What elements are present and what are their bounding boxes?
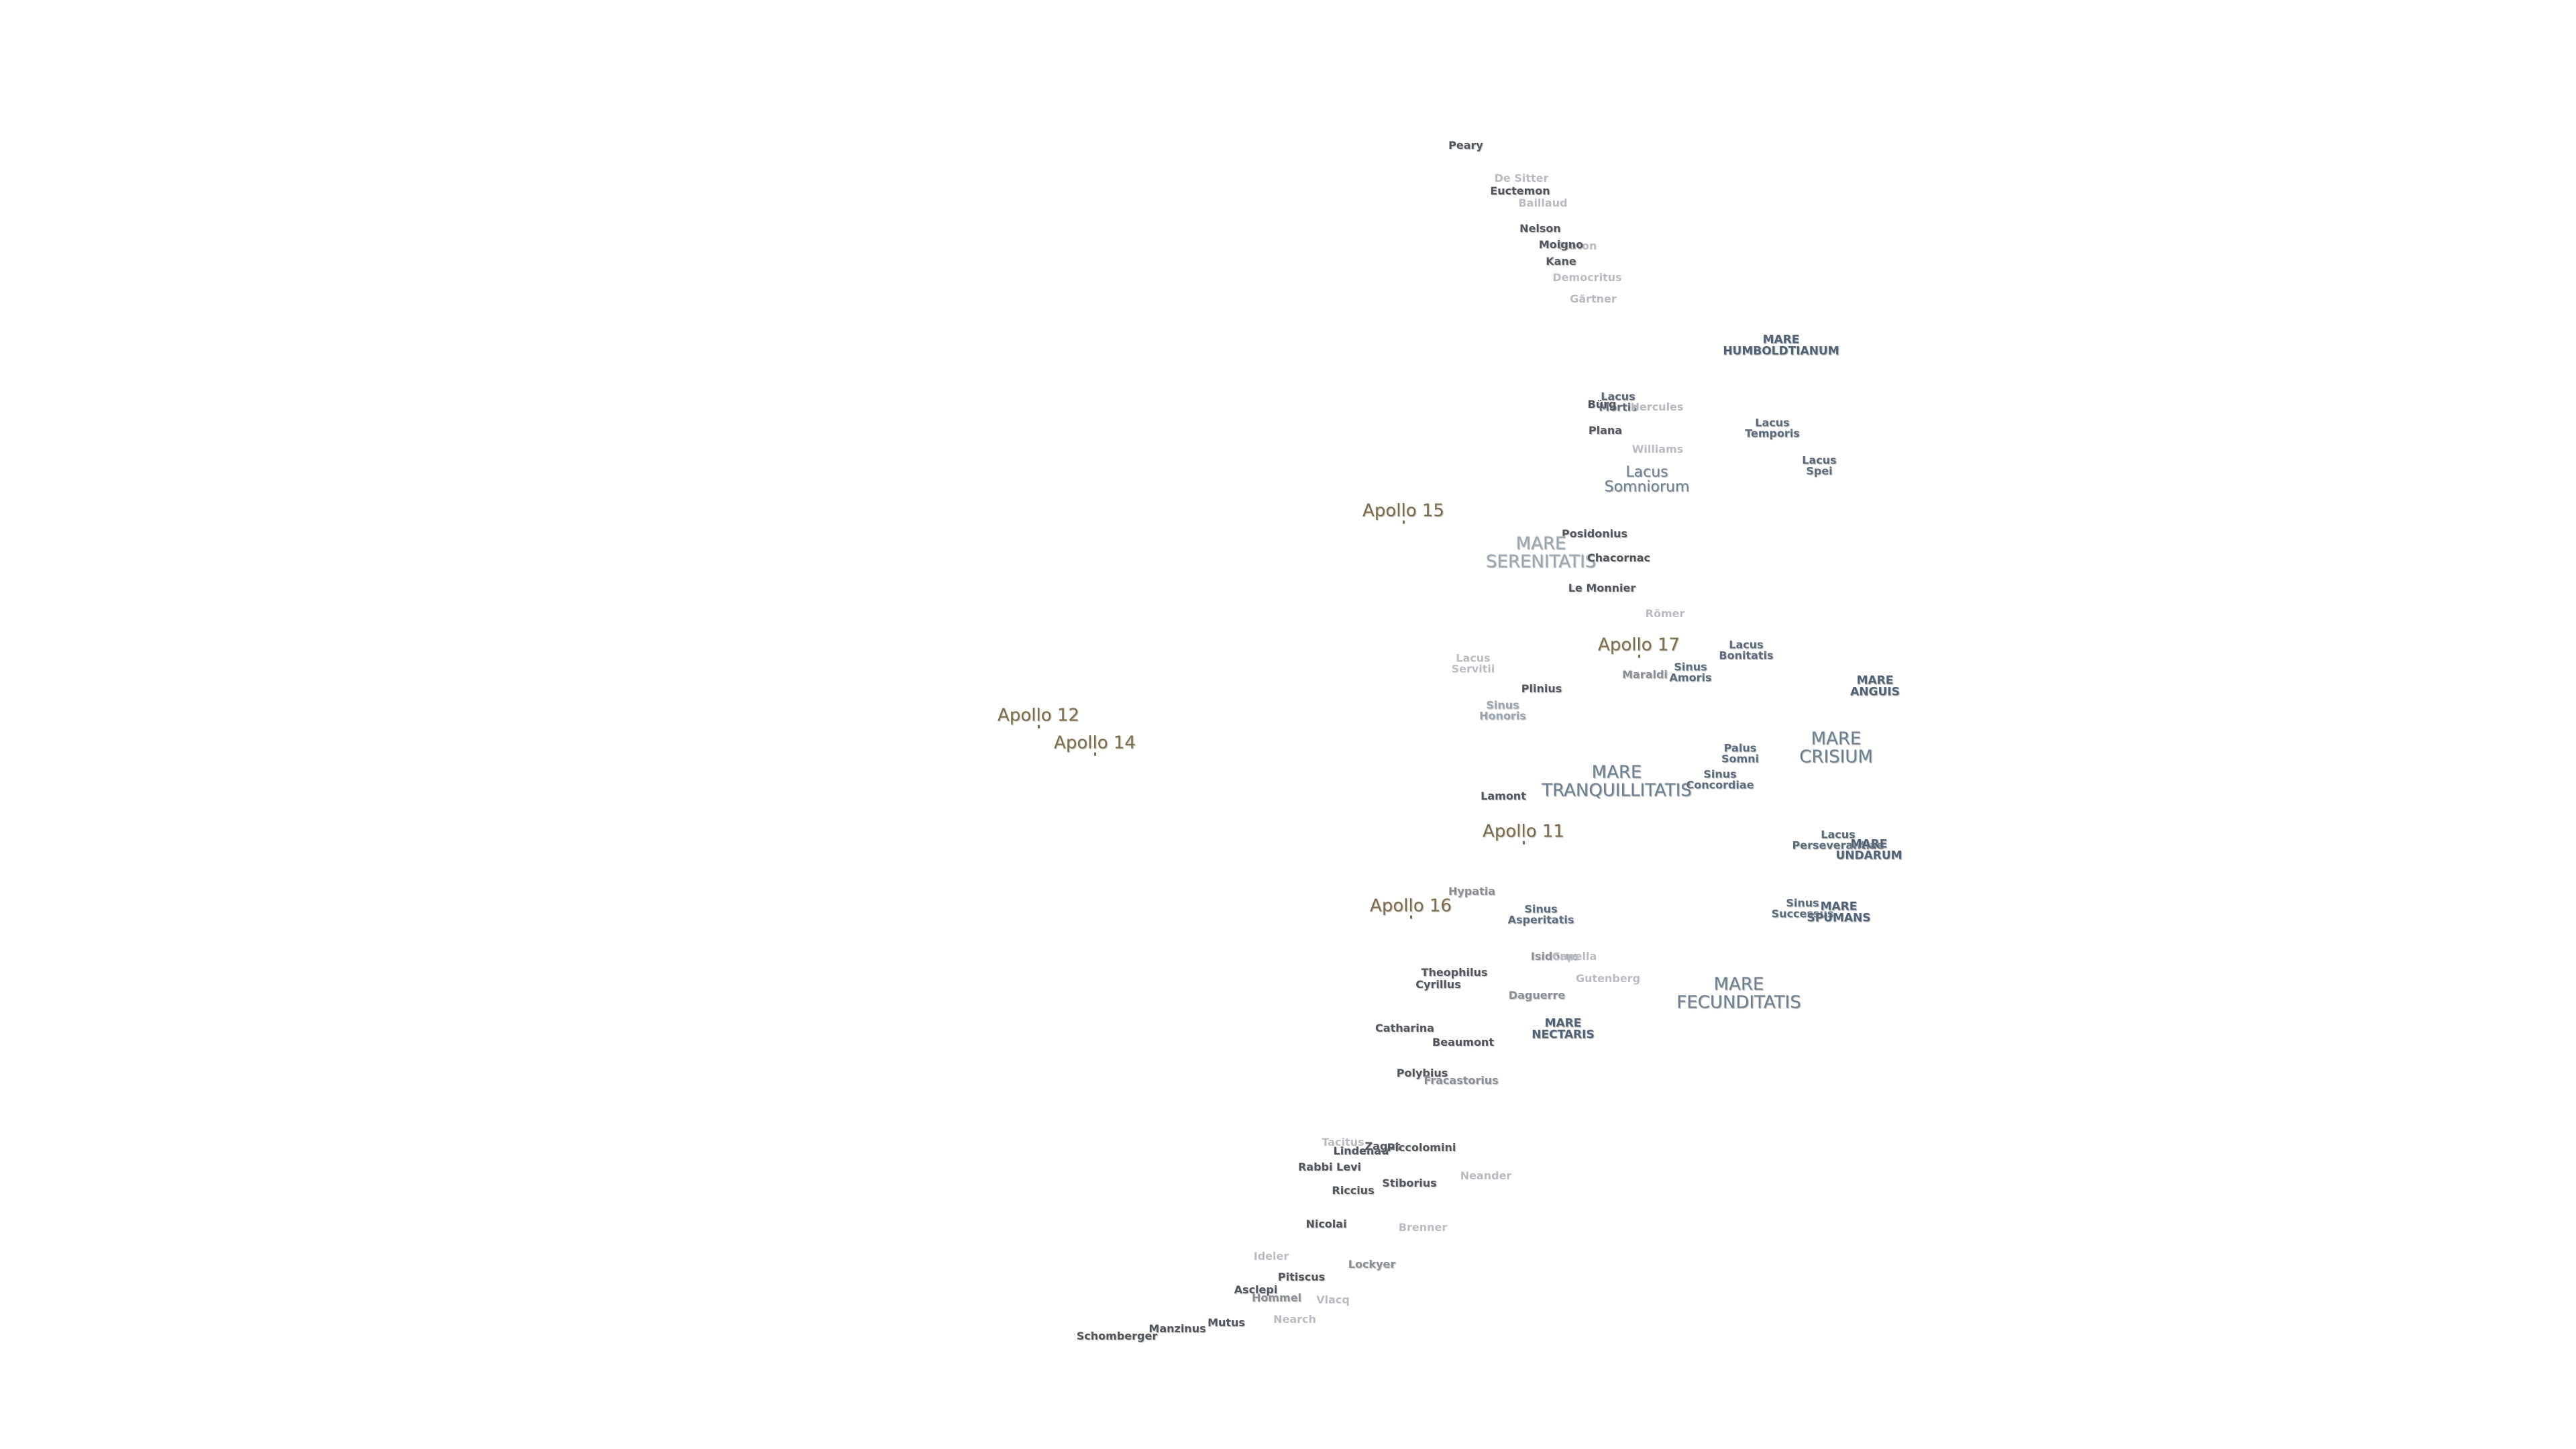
crater-label: Plinius <box>1521 682 1562 695</box>
crater-label: Lindenau <box>1333 1144 1389 1157</box>
crater-label: Ideler <box>1253 1249 1289 1263</box>
crater-label: Le Monnier <box>1568 581 1636 594</box>
crater-label: Nelson <box>1519 221 1561 235</box>
crater-label: Hercules <box>1630 400 1684 413</box>
crater-label: Fracastorius <box>1424 1073 1499 1087</box>
crater-label: Asclepi <box>1234 1283 1278 1296</box>
crater-label: Hypatia <box>1448 884 1495 898</box>
crater-label: De Sitter <box>1494 171 1549 184</box>
crater-label: Riccius <box>1332 1183 1375 1197</box>
crater-label: Nicolai <box>1305 1217 1347 1230</box>
crater-label: Schomberger <box>1076 1329 1158 1342</box>
crater-label: Vlacq <box>1316 1293 1350 1306</box>
crater-label: Piccolomini <box>1387 1140 1456 1154</box>
crater-label: Democritus <box>1552 270 1622 284</box>
crater-label: Pitiscus <box>1277 1270 1326 1283</box>
crater-label: Gärtner <box>1570 292 1617 305</box>
crater-label: Tacitus <box>1322 1135 1364 1148</box>
crater-label: Catharina <box>1375 1021 1434 1034</box>
crater-label: Cyrillus <box>1415 977 1461 991</box>
crater-label: Kane <box>1546 254 1576 268</box>
crater-label: Nearch <box>1273 1312 1316 1326</box>
apollo-label: Apollo 14 <box>1054 733 1136 755</box>
crater-label: Römer <box>1645 606 1685 620</box>
crater-label: Neander <box>1460 1169 1512 1182</box>
apollo-label: Apollo 15 <box>1362 500 1444 523</box>
crater-label: Plana <box>1588 423 1623 437</box>
crater-label: Moigno <box>1538 237 1584 251</box>
crater-label: Beaumont <box>1432 1035 1494 1049</box>
apollo-label: Apollo 16 <box>1370 896 1452 918</box>
crater-label: Brenner <box>1398 1220 1448 1234</box>
crater-label: Euctemon <box>1490 184 1550 197</box>
crater-label: Theophilus <box>1421 965 1488 979</box>
crater-label: Isidorus <box>1530 949 1580 963</box>
crater-label: Posidonius <box>1562 527 1627 540</box>
apollo-label: Apollo 11 <box>1483 821 1564 844</box>
crater-label: Gutenberg <box>1575 971 1641 985</box>
crater-label: Capella <box>1552 949 1597 963</box>
crater-label: Polybius <box>1396 1066 1448 1079</box>
crater-label: Lamont <box>1481 789 1526 802</box>
crater-label: Peary <box>1448 138 1483 152</box>
crater-label: Williams <box>1631 442 1684 455</box>
crater-label: Baillaud <box>1518 196 1568 209</box>
apollo-label: Apollo 12 <box>998 705 1079 728</box>
crater-label: Rabbi Levi <box>1297 1160 1362 1173</box>
crater-label: Zagut <box>1364 1139 1401 1152</box>
crater-label: Hommel <box>1251 1291 1302 1304</box>
crater-label: Mutus <box>1208 1316 1245 1329</box>
crater-label: Maraldi <box>1622 667 1668 681</box>
crater-label: Meton <box>1558 239 1597 252</box>
crater-label: Manzinus <box>1148 1322 1206 1335</box>
apollo-label: Apollo 17 <box>1598 635 1680 657</box>
crater-label: Stiborius <box>1382 1176 1437 1189</box>
crater-label: Daguerre <box>1508 988 1566 1002</box>
crater-label: Chacornac <box>1587 551 1650 564</box>
crater-label: Lockyer <box>1348 1257 1396 1271</box>
crater-label: Bürg <box>1587 397 1617 411</box>
